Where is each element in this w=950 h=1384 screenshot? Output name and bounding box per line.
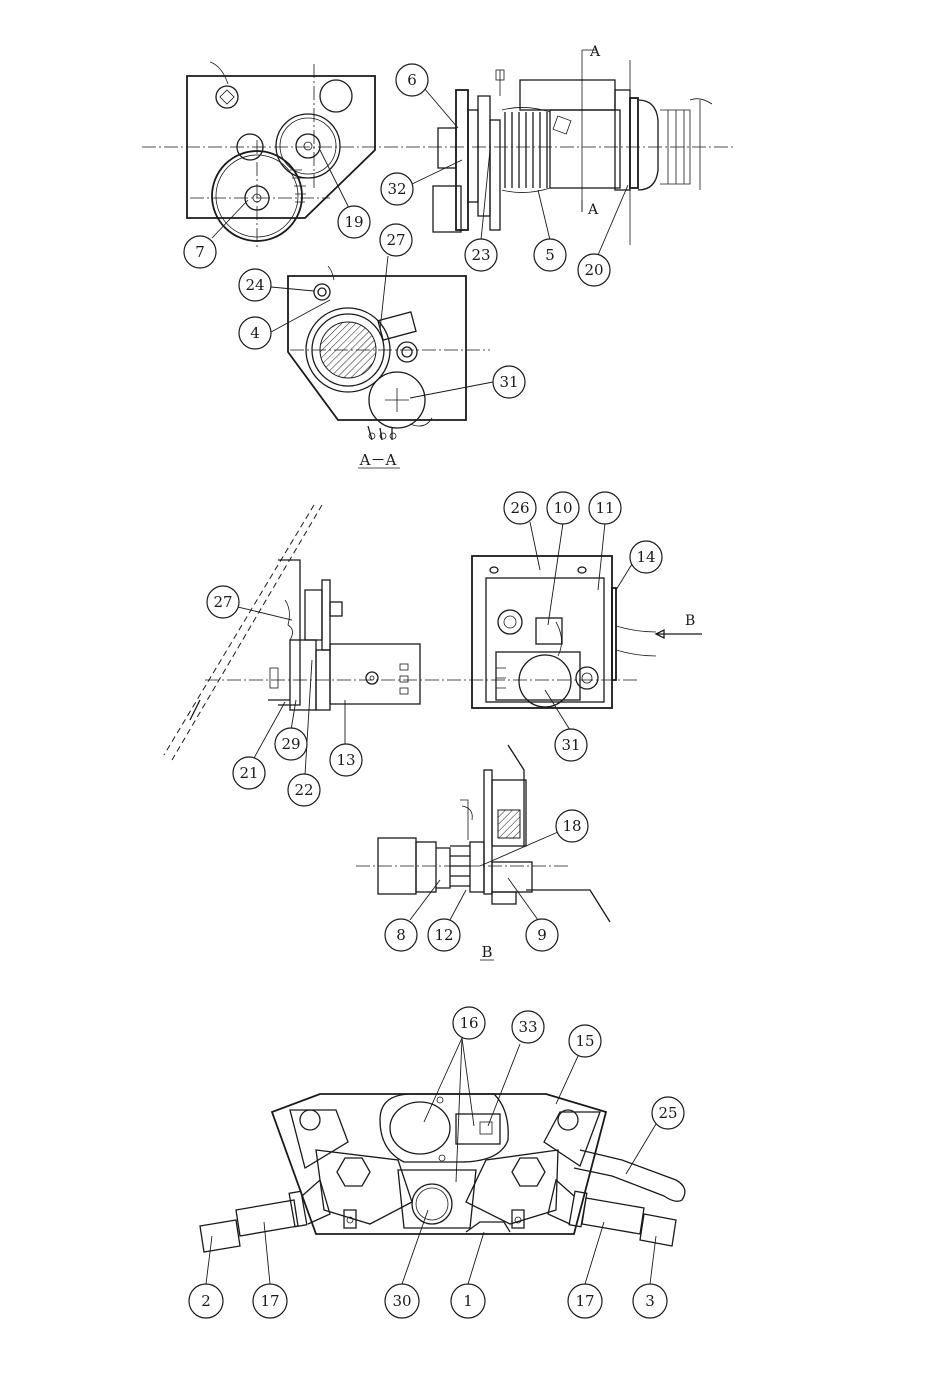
svg-text:5: 5 <box>545 246 555 264</box>
svg-text:27: 27 <box>213 593 232 611</box>
callout-33: 33 <box>512 1011 544 1043</box>
svg-text:13: 13 <box>336 751 355 769</box>
callout-6: 6 <box>396 64 428 96</box>
section-a-a: A－A <box>288 266 490 469</box>
callout-19: 19 <box>338 206 370 238</box>
view-b-title: B <box>481 943 492 961</box>
cut-label-top: A <box>589 44 601 60</box>
svg-text:9: 9 <box>537 926 547 944</box>
callout-5: 5 <box>534 239 566 271</box>
svg-text:7: 7 <box>195 243 205 261</box>
svg-text:29: 29 <box>281 735 300 753</box>
svg-text:3: 3 <box>645 1292 655 1310</box>
svg-text:8: 8 <box>396 926 406 944</box>
callout-11: 11 <box>589 492 621 524</box>
callout-1: 1 <box>451 1284 485 1318</box>
callout-2: 2 <box>189 1284 223 1318</box>
callout-27-middle: 27 <box>207 586 239 618</box>
callout-16: 16 <box>453 1007 485 1039</box>
svg-text:6: 6 <box>407 71 417 89</box>
svg-text:33: 33 <box>518 1018 537 1036</box>
cut-label-bottom: A <box>587 202 599 218</box>
svg-text:17: 17 <box>575 1292 594 1310</box>
svg-text:27: 27 <box>386 231 405 249</box>
callout-10: 10 <box>547 492 579 524</box>
callout-31-top: 31 <box>493 366 525 398</box>
svg-text:18: 18 <box>562 817 581 835</box>
callout-8: 8 <box>385 919 417 951</box>
callout-14: 14 <box>630 541 662 573</box>
svg-text:19: 19 <box>344 213 363 231</box>
svg-text:30: 30 <box>392 1292 411 1310</box>
callout-23: 23 <box>465 239 497 271</box>
callout-17-right: 17 <box>568 1284 602 1318</box>
svg-text:4: 4 <box>250 324 260 342</box>
svg-text:15: 15 <box>575 1032 594 1050</box>
callout-markers: 6 32 23 5 20 19 7 27 24 4 31 26 10 11 14… <box>184 64 684 1318</box>
svg-text:22: 22 <box>294 781 313 799</box>
middle-left-assembly <box>164 505 640 760</box>
svg-text:11: 11 <box>595 499 614 517</box>
callout-4: 4 <box>239 317 271 349</box>
callout-18: 18 <box>556 810 588 842</box>
middle-right-assembly: B <box>472 556 702 708</box>
callout-32: 32 <box>381 173 413 205</box>
callout-29: 29 <box>275 728 307 760</box>
svg-text:32: 32 <box>387 180 406 198</box>
svg-text:26: 26 <box>510 499 529 517</box>
svg-text:1: 1 <box>463 1292 473 1310</box>
control-panel-assembly <box>200 1094 685 1252</box>
callout-20: 20 <box>578 254 610 286</box>
svg-text:16: 16 <box>459 1014 478 1032</box>
svg-text:31: 31 <box>499 373 518 391</box>
svg-text:17: 17 <box>260 1292 279 1310</box>
svg-text:10: 10 <box>553 499 572 517</box>
callout-7: 7 <box>184 236 216 268</box>
callout-22: 22 <box>288 774 320 806</box>
callout-15: 15 <box>569 1025 601 1057</box>
svg-text:25: 25 <box>658 1104 677 1122</box>
svg-text:12: 12 <box>434 926 453 944</box>
callout-26: 26 <box>504 492 536 524</box>
callout-25: 25 <box>652 1097 684 1129</box>
svg-text:20: 20 <box>584 261 603 279</box>
callout-21: 21 <box>233 757 265 789</box>
callout-12: 12 <box>428 919 460 951</box>
svg-text:2: 2 <box>201 1292 211 1310</box>
callout-17-left: 17 <box>253 1284 287 1318</box>
view-arrow-b-label: B <box>685 613 695 629</box>
callout-24: 24 <box>239 269 271 301</box>
section-a-a-title: A－A <box>359 451 397 469</box>
svg-text:31: 31 <box>561 736 580 754</box>
svg-text:24: 24 <box>245 276 264 294</box>
spring-coils <box>502 107 550 192</box>
callout-30: 30 <box>385 1284 419 1318</box>
callout-9: 9 <box>526 919 558 951</box>
callout-31-middle: 31 <box>555 729 587 761</box>
svg-text:21: 21 <box>239 764 258 782</box>
svg-text:23: 23 <box>471 246 490 264</box>
svg-text:14: 14 <box>636 548 655 566</box>
callout-27-top: 27 <box>380 224 412 256</box>
callout-3: 3 <box>633 1284 667 1318</box>
callout-13: 13 <box>330 744 362 776</box>
